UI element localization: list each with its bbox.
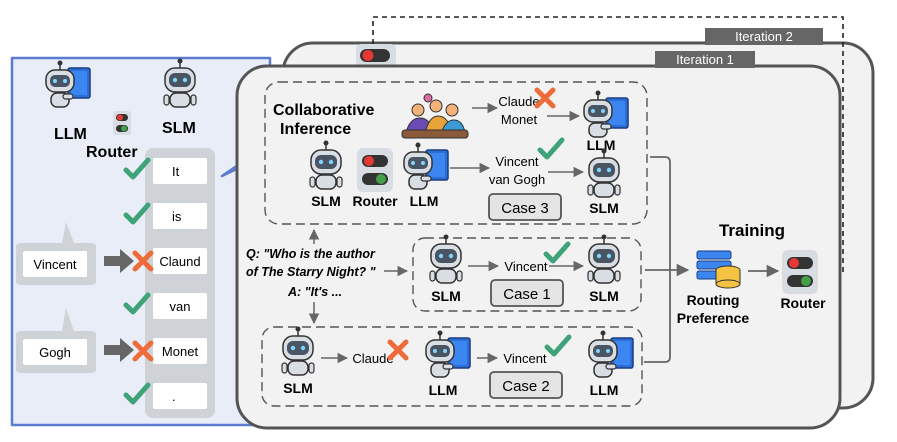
merge-bracket [644, 156, 671, 363]
token-row: Claund [135, 248, 207, 274]
answer-prefix: A: "It's ... [287, 285, 342, 299]
token-box [153, 338, 207, 364]
case3-router-label: Router [352, 193, 398, 209]
left-slm-label: SLM [162, 120, 196, 137]
token-box [153, 383, 207, 409]
case3-top-answer-line1: Claude [498, 94, 539, 109]
case1-target-label: SLM [589, 288, 619, 304]
case2-mid-llm-label: LLM [429, 382, 458, 398]
token-row: is [126, 203, 207, 229]
case3-bottom-slm-label: SLM [589, 200, 619, 216]
correction-bubble-1: Vincent [16, 222, 96, 285]
token-text: It [172, 164, 180, 179]
token-row: Monet [135, 338, 207, 364]
case2-answer: Vincent [503, 351, 547, 366]
case3-bottom-answer-line2: van Gogh [489, 172, 545, 187]
case1-slm-label: SLM [431, 288, 461, 304]
case1-answer: Vincent [504, 259, 548, 274]
case3-badge [488, 193, 562, 221]
left-router-label: Router [86, 144, 138, 161]
trained-router-label: Router [780, 295, 826, 311]
question-line2: of The Starry Night? " [246, 265, 377, 279]
token-text: . [172, 389, 176, 404]
token-column [145, 148, 215, 418]
question-line1: Q: "Who is the author [246, 247, 376, 261]
iteration-1-label: Iteration 1 [676, 52, 734, 67]
case2-box: SLM Claude LLM Vincent LLM Case 2 [261, 325, 643, 407]
token-row: It [126, 158, 207, 184]
token-row: van [126, 293, 207, 319]
question-block: Q: "Who is the author of The Starry Nigh… [246, 228, 409, 325]
correction-vincent: Vincent [33, 257, 77, 272]
token-text: Claund [159, 254, 200, 269]
left-llm-label: LLM [54, 126, 87, 143]
case3-badge-label: Case 3 [501, 200, 549, 217]
replace-arrow-2 [104, 338, 134, 362]
token-text: van [170, 299, 191, 314]
routing-preference-icon [696, 250, 741, 289]
correction-gogh: Gogh [39, 345, 71, 360]
case2-target-label: LLM [590, 382, 619, 398]
case3-top-llm-label: LLM [587, 137, 616, 153]
token-box [153, 293, 207, 319]
case3-llm-label: LLM [410, 193, 439, 209]
case3-slm-label: SLM [311, 193, 341, 209]
case3-bottom-answer-line1: Vincent [495, 154, 539, 169]
case2-slm-label: SLM [283, 380, 313, 396]
case1-badge-label: Case 1 [503, 286, 551, 303]
correction-bubble-2: Gogh [16, 308, 96, 373]
token-box [153, 158, 207, 184]
iteration-2-router-icon [356, 44, 396, 66]
token-box [153, 203, 207, 229]
replace-arrow-1 [104, 249, 134, 273]
token-box [153, 248, 207, 274]
token-text: Monet [162, 344, 199, 359]
case3-top-answer-line2: Monet [501, 112, 538, 127]
training-title: Training [719, 221, 785, 240]
iteration-2-label: Iteration 2 [735, 29, 793, 44]
token-row: . [126, 383, 207, 409]
collab-title-line2: Inference [280, 121, 351, 138]
left-router-switch-icon [113, 111, 131, 135]
case3-router-icon [357, 148, 393, 192]
trained-router-icon [782, 250, 818, 294]
routing-preference-line1: Routing [687, 292, 740, 308]
routing-preference-line2: Preference [677, 310, 750, 326]
case1-badge [490, 279, 564, 307]
case2-mid-answer: Claude [352, 351, 393, 366]
case2-badge-label: Case 2 [502, 378, 550, 395]
case3-box: Collaborative Inference SLM Router LLM C… [264, 81, 648, 225]
case2-badge [489, 371, 563, 399]
collab-title-line1: Collaborative [273, 102, 374, 119]
case1-box: SLM Vincent SLM Case 1 [412, 233, 642, 312]
people-group-icon [401, 93, 469, 139]
token-text: is [172, 209, 182, 224]
